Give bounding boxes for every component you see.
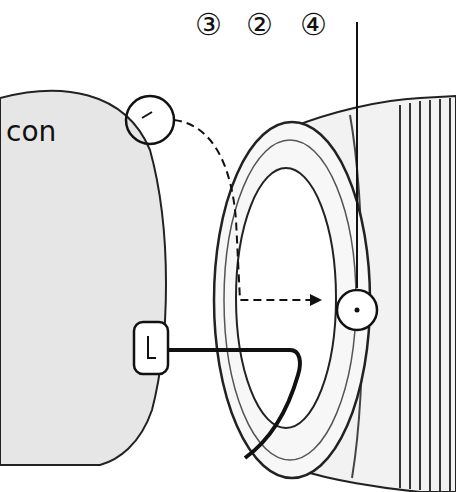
lens-index-dot	[355, 308, 360, 313]
arrow-head	[310, 294, 322, 306]
callout-number: ④	[300, 10, 327, 40]
hood-index-mark	[148, 336, 156, 358]
rotation-line	[168, 350, 300, 458]
lens-hood	[0, 91, 166, 465]
hood-mark	[142, 112, 152, 118]
alignment-path	[174, 120, 312, 300]
hood-mark-circle	[126, 96, 174, 144]
hood-index-box	[134, 322, 168, 374]
callout-number: ③	[195, 10, 222, 40]
label-text: con	[6, 118, 56, 146]
lens-opening	[236, 168, 336, 428]
lens-mark-circle	[337, 290, 377, 330]
focus-ribs	[400, 98, 450, 492]
callout-number: ②	[246, 10, 273, 40]
leader-line	[356, 22, 358, 288]
